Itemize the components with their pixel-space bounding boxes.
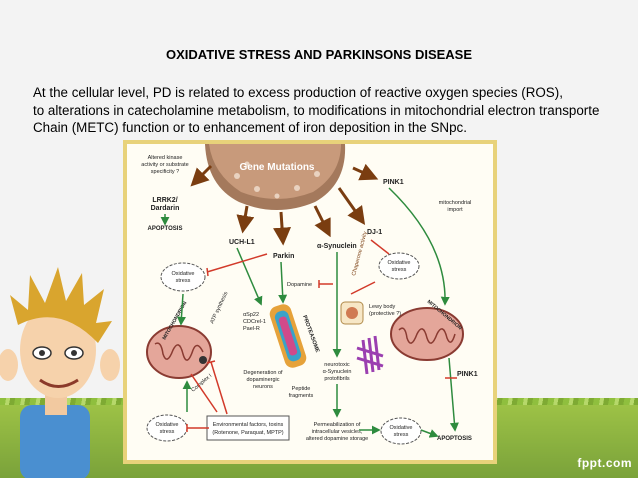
svg-text:(Rotenone, Paraquat, MPTP): (Rotenone, Paraquat, MPTP) bbox=[212, 430, 283, 436]
permeabilization-line-2: intracellular vesicles, bbox=[312, 429, 363, 435]
cartoon-character-illustration bbox=[0, 267, 120, 478]
parkin-substrate-1: αSp22 bbox=[243, 312, 259, 318]
lewy-body: Lewy body (protective ?) bbox=[340, 301, 401, 325]
parkinsons-pathway-diagram: Gene Mutations Altered kinase activity o… bbox=[123, 140, 497, 464]
lewy-body-label-2: (protective ?) bbox=[369, 311, 401, 317]
body-text-line-3: Chain (METC) function or to enhancement … bbox=[33, 120, 467, 135]
permeabilization-line-1: Permeabilization of bbox=[314, 422, 361, 428]
permeabilization-line-3: altered dopamine storage bbox=[306, 436, 368, 442]
mitochondrion-right: MITOCHONDRION bbox=[390, 299, 464, 361]
synuclein-label: α-Synuclein bbox=[317, 243, 357, 250]
degeneration-line-1: Degeneration of bbox=[243, 370, 283, 376]
altered-kinase-line-1: Altered kinase bbox=[148, 155, 183, 161]
protofibrils bbox=[356, 335, 384, 375]
degeneration-line-3: neurons bbox=[253, 384, 273, 390]
svg-text:stress: stress bbox=[392, 267, 407, 273]
lewy-body-label-1: Lewy body bbox=[369, 304, 396, 310]
body-text-line-1: At the cellular level, PD is related to … bbox=[33, 85, 563, 100]
proteasome-label: PROTEASOME bbox=[301, 315, 320, 354]
peptide-fragments-line-2: fragments bbox=[289, 393, 314, 399]
watermark-logo: fppt.com bbox=[577, 456, 632, 470]
uchl1-label: UCH-L1 bbox=[229, 239, 255, 246]
svg-text:Oxidative: Oxidative bbox=[388, 260, 411, 266]
hand-left-shape bbox=[0, 349, 18, 381]
pink1-top-label: PINK1 bbox=[383, 179, 404, 186]
apoptosis-bottom-label: APOPTOSIS bbox=[437, 436, 472, 442]
mito-import-line-2: import bbox=[447, 207, 463, 213]
pink1-right-label: PINK1 bbox=[457, 371, 478, 378]
svg-text:Oxidative: Oxidative bbox=[390, 425, 413, 431]
gene-mutations-cell: Gene Mutations bbox=[205, 144, 346, 210]
atp-synthesis-label: ATP synthesis bbox=[209, 291, 229, 325]
neurotoxic-line-3: protofibrils bbox=[324, 376, 350, 382]
degeneration-line-2: dopaminergic bbox=[246, 377, 279, 383]
svg-text:Oxidative: Oxidative bbox=[172, 271, 195, 277]
hair-shape bbox=[10, 267, 112, 343]
dopamine-label: Dopamine bbox=[287, 282, 312, 288]
apoptosis-top-label: APOPTOSIS bbox=[148, 226, 183, 232]
neurotoxic-line-1: neurotoxic bbox=[324, 362, 350, 368]
gene-mutations-label: Gene Mutations bbox=[239, 162, 314, 173]
face-shape bbox=[20, 302, 96, 398]
environmental-factors-box: Environmental factors, toxins (Rotenone,… bbox=[206, 415, 290, 441]
mitochondrion-left: MITOCHONDRION bbox=[146, 300, 212, 379]
gene-mutation-arrows bbox=[190, 163, 379, 246]
neck-shape bbox=[45, 395, 67, 415]
altered-kinase-line-3: specificity ? bbox=[151, 169, 179, 175]
oxidative-stress-cloud-left: Oxidative stress bbox=[160, 262, 206, 292]
dj1-label: DJ-1 bbox=[367, 229, 382, 236]
peptide-fragments-line-1: Peptide bbox=[292, 386, 311, 392]
body-text-line-2: to alterations in catecholamine metaboli… bbox=[33, 103, 600, 118]
svg-text:Environmental factors, toxins: Environmental factors, toxins bbox=[213, 422, 284, 428]
oxidative-stress-cloud-right: Oxidative stress bbox=[378, 252, 420, 280]
svg-text:Oxidative: Oxidative bbox=[156, 422, 179, 428]
activation-arrows bbox=[160, 187, 459, 438]
shirt-shape bbox=[20, 405, 90, 478]
proteasome: PROTEASOME bbox=[269, 304, 320, 368]
lrrk2-label-1: LRRK2/ bbox=[152, 197, 177, 204]
slide-title: OXIDATIVE STRESS AND PARKINSONS DISEASE bbox=[165, 47, 473, 62]
mito-import-line-1: mitochondrial bbox=[439, 200, 472, 206]
chaperone-activity-label: Chaperone activity bbox=[351, 231, 369, 277]
altered-kinase-line-2: activity or substrate bbox=[141, 162, 188, 168]
parkin-substrate-3: Pael-R bbox=[243, 326, 260, 332]
oxidative-stress-cloud-bottom-left: Oxidative stress bbox=[146, 414, 188, 442]
lrrk2-label-2: Dardarin bbox=[151, 205, 180, 212]
neurotoxic-line-2: α-Synuclein bbox=[323, 369, 352, 375]
parkin-substrate-2: CDCrel-1 bbox=[243, 319, 266, 325]
inhibition-lines bbox=[186, 239, 457, 432]
svg-text:stress: stress bbox=[394, 432, 409, 438]
hand-right-shape bbox=[100, 349, 120, 381]
svg-text:stress: stress bbox=[160, 429, 175, 435]
oxidative-stress-cloud-bottom-right: Oxidative stress bbox=[380, 417, 422, 445]
parkin-label: Parkin bbox=[273, 253, 294, 260]
svg-text:stress: stress bbox=[176, 278, 191, 284]
pathway-diagram-svg: Gene Mutations Altered kinase activity o… bbox=[141, 144, 478, 445]
